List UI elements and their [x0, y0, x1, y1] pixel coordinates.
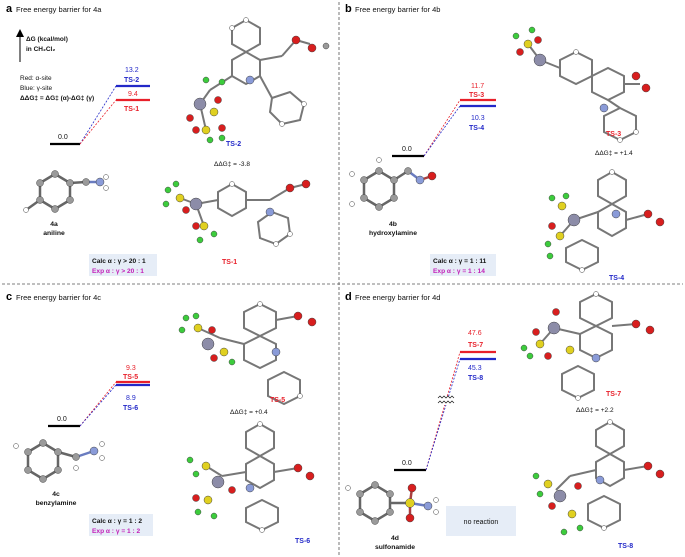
- connector-blue: [79, 85, 117, 145]
- calc-ratio: Calc α : γ = 1 : 11: [433, 258, 487, 265]
- mol-name: aniline: [43, 230, 65, 237]
- ts1-structure: [162, 179, 311, 247]
- ddg-value: ΔΔG‡ = -3.8: [214, 161, 250, 168]
- sulfonamide-molecule: [345, 481, 439, 525]
- connector-red: [423, 99, 461, 157]
- ts2-structure: [186, 17, 330, 144]
- ref-value: 0.0: [57, 416, 67, 423]
- ts4-structure: [544, 169, 665, 273]
- ts-bottom-label: TS-1: [124, 106, 139, 113]
- axis-break-icon: [437, 395, 455, 405]
- struct-top-label: TS-7: [606, 391, 621, 398]
- ratio-box: [89, 254, 157, 276]
- ref-value: 0.0: [402, 460, 412, 467]
- ts3-structure: [512, 26, 651, 143]
- ddg-value: ΔΔG‡ = +1.4: [595, 150, 633, 157]
- connector-blue: [425, 358, 461, 471]
- panel-d-title: Free energy barrier for 4d: [355, 293, 440, 302]
- mol-name: benzylamine: [36, 500, 77, 507]
- mol-code: 4c: [52, 491, 60, 498]
- connector-red: [79, 99, 117, 145]
- panel-d-letter: d: [345, 291, 352, 303]
- aniline-molecule: [23, 170, 109, 213]
- ts-top-label: TS-7: [468, 342, 483, 349]
- ts-bottom-value: 9.4: [128, 91, 138, 98]
- axis-solvent: in CH₂Cl₂: [26, 46, 55, 53]
- ts-top-label: TS-5: [123, 374, 138, 381]
- panel-b-title: Free energy barrier for 4b: [355, 5, 440, 14]
- panel-a-title: Free energy barrier for 4a: [16, 5, 102, 14]
- struct-bottom-label: TS-1: [222, 259, 237, 266]
- panel-c: c Free energy barrier for 4c 0.0 9.3 TS-…: [6, 291, 317, 545]
- ts8-structure: [532, 419, 665, 536]
- struct-top-label: TS-3: [606, 131, 621, 138]
- struct-top-label: TS-2: [226, 141, 241, 148]
- ddg-value: ΔΔG‡ = +2.2: [576, 407, 614, 414]
- ts-top-value: 11.7: [471, 83, 484, 90]
- ref-value: 0.0: [402, 146, 412, 153]
- benzylamine-molecule: [13, 439, 105, 483]
- mol-code: 4d: [391, 535, 399, 542]
- panel-c-title: Free energy barrier for 4c: [16, 293, 101, 302]
- struct-bottom-label: TS-6: [295, 538, 310, 545]
- exp-ratio: Exp α : γ = 1 : 2: [92, 528, 141, 535]
- mol-name: sulfonamide: [375, 544, 415, 551]
- panel-b-letter: b: [345, 3, 352, 15]
- exp-ratio: Exp α : γ > 20 : 1: [92, 268, 144, 275]
- mol-code: 4a: [50, 221, 58, 228]
- mol-name: hydroxylamine: [369, 230, 417, 237]
- ts7-structure: [520, 291, 655, 401]
- axis-label: ΔG (kcal/mol): [26, 36, 68, 43]
- no-reaction-box: [446, 506, 516, 536]
- panel-b: b Free energy barrier for 4b 0.0 11.7 TS…: [345, 3, 665, 282]
- ratio-box: [430, 254, 496, 276]
- connector-red: [425, 351, 461, 471]
- panel-c-letter: c: [6, 291, 12, 303]
- panel-a: a Free energy barrier for 4a ΔG (kcal/mo…: [6, 3, 330, 276]
- ts-bottom-value: 8.9: [126, 395, 136, 402]
- ref-value: 0.0: [58, 134, 68, 141]
- arrow-head-icon: [16, 29, 24, 37]
- ts-bottom-value: 10.3: [471, 115, 485, 122]
- calc-ratio: Calc α : γ > 20 : 1: [92, 258, 146, 265]
- struct-top-label: TS-5: [270, 397, 285, 404]
- no-reaction-text: no reaction: [464, 519, 499, 526]
- connector-blue: [79, 384, 117, 427]
- panel-d: d Free energy barrier for 4d 0.0 47.6 TS…: [345, 291, 665, 551]
- hydroxylamine-molecule: [349, 157, 437, 211]
- mol-code: 4b: [389, 221, 397, 228]
- ts5-structure: [178, 301, 317, 406]
- ts-top-label: TS-3: [469, 92, 484, 99]
- panel-a-letter: a: [6, 3, 13, 15]
- ts-bottom-value: 45.3: [468, 365, 482, 372]
- exp-ratio: Exp α : γ = 1 : 14: [433, 268, 485, 275]
- ts-bottom-label: TS-6: [123, 405, 138, 412]
- legend-blue: Blue: γ-site: [20, 85, 53, 92]
- ddg-value: ΔΔG‡ = +0.4: [230, 409, 268, 416]
- ts-top-value: 9.3: [126, 365, 136, 372]
- ts-top-label: TS-2: [124, 77, 139, 84]
- ts-top-value: 47.6: [468, 330, 482, 337]
- legend-red: Red: α-site: [20, 75, 52, 82]
- struct-bottom-label: TS-4: [609, 275, 624, 282]
- struct-bottom-label: TS-8: [618, 543, 633, 550]
- ts6-structure: [186, 421, 315, 533]
- ts-bottom-label: TS-4: [469, 125, 484, 132]
- ts-bottom-label: TS-8: [468, 375, 483, 382]
- ts-top-value: 13.2: [125, 67, 139, 74]
- calc-ratio: Calc α : γ = 1 : 2: [92, 518, 142, 525]
- legend-formula: ΔΔG‡ = ΔG‡ (α)-ΔG‡ (γ): [20, 95, 94, 102]
- connector-blue: [423, 105, 461, 157]
- connector-red: [79, 381, 117, 427]
- ratio-box: [89, 514, 153, 536]
